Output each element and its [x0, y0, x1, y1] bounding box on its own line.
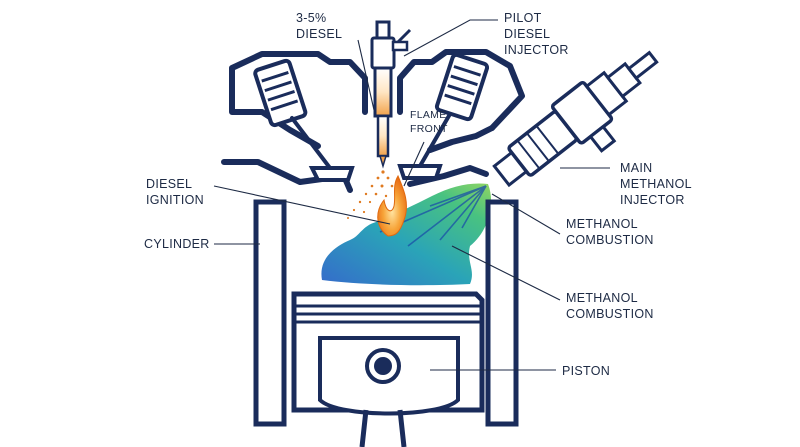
label-piston: PISTON: [562, 364, 610, 378]
label-ignition-line2: IGNITION: [146, 193, 204, 207]
pilot-diesel-injector: [370, 20, 412, 169]
label-ignition-line1: DIESEL: [146, 177, 192, 191]
left-valve: [253, 58, 355, 182]
leader-lines: [213, 19, 610, 371]
label-main-line3: INJECTOR: [620, 193, 685, 207]
label-flame-front: FLAME FRONT: [410, 109, 448, 135]
label-methanol-combustion-1: METHANOL COMBUSTION: [566, 217, 654, 247]
cylinder-walls: [253, 199, 519, 427]
flame-front: [377, 174, 407, 237]
label-flame-line1: FLAME: [410, 109, 447, 121]
label-3-5-diesel-line2: DIESEL: [296, 27, 342, 41]
right-valve: [397, 52, 490, 180]
label-methanol-combustion-2: METHANOL COMBUSTION: [566, 291, 654, 321]
connecting-rod: [359, 409, 407, 447]
label-cylinder: CYLINDER: [144, 237, 210, 251]
label-combustion1-line1: METHANOL: [566, 217, 638, 231]
main-methanol-injector: [492, 50, 659, 188]
label-main-methanol-injector: MAIN METHANOL INJECTOR: [620, 161, 692, 207]
label-combustion1-line2: COMBUSTION: [566, 233, 654, 247]
piston: [291, 291, 485, 447]
label-combustion2-line1: METHANOL: [566, 291, 638, 305]
label-pilot-line2: DIESEL: [504, 27, 550, 41]
label-diesel-ignition: DIESEL IGNITION: [146, 177, 204, 207]
label-pilot-diesel-injector: PILOT DIESEL INJECTOR: [504, 11, 569, 57]
label-pilot-line1: PILOT: [504, 11, 542, 25]
label-3-5-diesel: 3-5% DIESEL: [296, 11, 342, 41]
label-combustion2-line2: COMBUSTION: [566, 307, 654, 321]
label-main-line2: METHANOL: [620, 177, 692, 191]
diesel-spray: [347, 170, 394, 219]
label-main-line1: MAIN: [620, 161, 652, 175]
label-pilot-line3: INJECTOR: [504, 43, 569, 57]
label-flame-line2: FRONT: [410, 123, 448, 135]
label-3-5-diesel-line1: 3-5%: [296, 11, 326, 25]
